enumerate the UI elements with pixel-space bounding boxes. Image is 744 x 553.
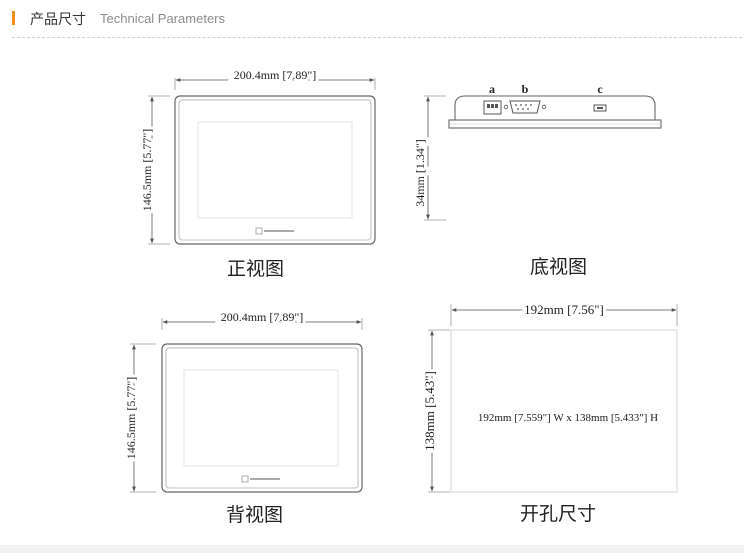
footer-strip <box>0 545 744 553</box>
section-header: 产品尺寸 Technical Parameters <box>0 0 744 38</box>
cutout-outline <box>450 329 678 493</box>
port-b-label: b <box>522 82 529 96</box>
cutout-caption: 开孔尺寸 <box>520 503 597 525</box>
cutout-width-label: 192mm [7.56"] <box>524 302 604 317</box>
header-divider <box>12 37 742 38</box>
bottom-view-caption: 底视图 <box>530 256 588 278</box>
bottom-view: 34mm [1.34"] a b c <box>410 82 662 221</box>
front-screen-area <box>197 121 353 219</box>
back-view: 200.4mm [7.89"] 146.5mm [5.77"] <box>121 307 363 493</box>
power-terminal-icon <box>483 100 502 115</box>
accent-bar <box>12 11 15 25</box>
port-a-label: a <box>489 82 495 96</box>
section-title: 产品尺寸 <box>30 12 86 28</box>
front-view: 200.4mm [7.89"] 146.5mm [5.77"] <box>137 65 376 245</box>
serial-port-icon <box>503 100 547 114</box>
front-width-label: 200.4mm [7.89"] <box>234 68 317 82</box>
back-panel <box>161 343 363 493</box>
back-view-caption: 背视图 <box>226 504 284 526</box>
front-view-caption: 正视图 <box>227 258 285 280</box>
usb-port-icon <box>593 104 607 112</box>
front-bezel <box>174 95 376 245</box>
back-width-label: 200.4mm [7.89"] <box>221 310 304 324</box>
back-recess-area <box>183 369 339 467</box>
bottom-depth-label: 34mm [1.34"] <box>413 139 427 207</box>
device-body-profile <box>454 95 656 121</box>
section-subtitle: Technical Parameters <box>100 11 225 26</box>
cutout-size-label: 192mm [7.559"] W x 138mm [5.433"] H <box>478 412 658 424</box>
back-height-label: 146.5mm [5.77"] <box>124 377 138 460</box>
brand-logo-icon <box>255 227 294 235</box>
front-height-label: 146.5mm [5.77"] <box>140 129 154 212</box>
brand-logo-icon <box>241 475 280 483</box>
panel-cutout-view: 192mm [7.56"] 138mm [5.43"] 192mm [7.559… <box>419 299 678 493</box>
cutout-height-label: 138mm [5.43"] <box>422 371 437 451</box>
port-c-label: c <box>597 82 603 96</box>
